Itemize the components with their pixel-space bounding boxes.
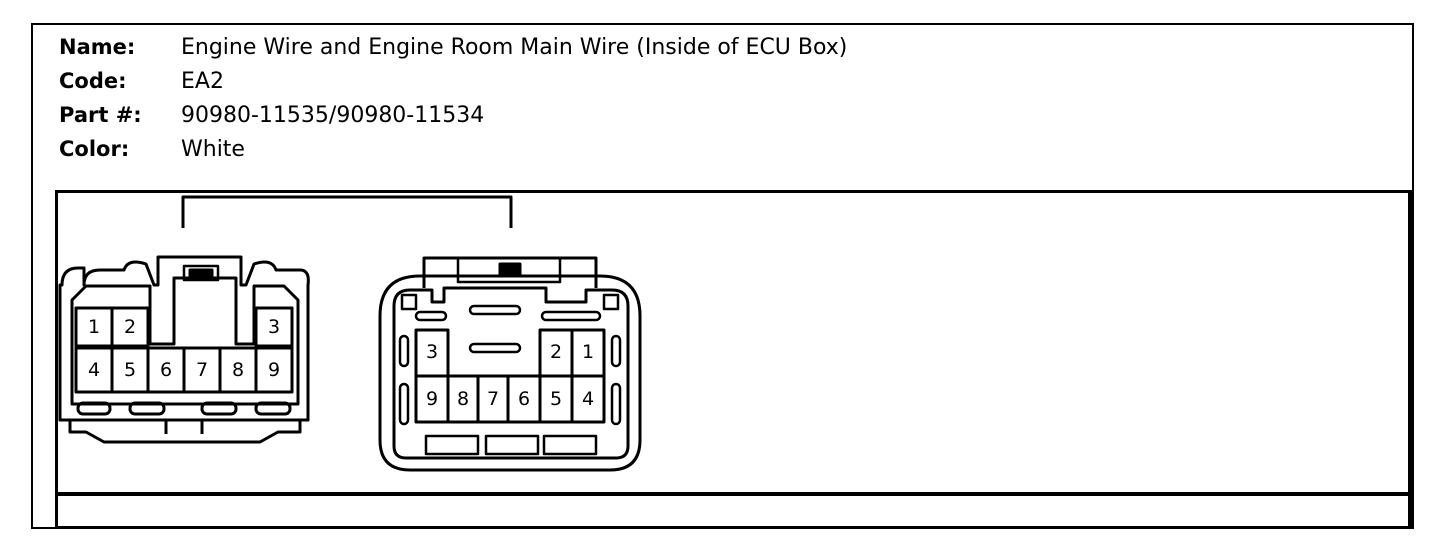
diagram-bottom-bar bbox=[55, 492, 1412, 496]
right-side-rib bbox=[610, 334, 622, 368]
right-latch-inner bbox=[456, 258, 562, 284]
pin-label: 3 bbox=[268, 316, 280, 338]
connector-right: 3 2 1 9 8 7 6 5 4 bbox=[378, 256, 642, 472]
connector-info: Name: Engine Wire and Engine Room Main W… bbox=[59, 30, 847, 166]
part-row: Part #: 90980-11535/90980-11534 bbox=[59, 98, 847, 132]
right-bottom-slot bbox=[484, 434, 540, 456]
left-pin-cell-3 bbox=[254, 306, 294, 348]
pin-label: 6 bbox=[518, 388, 530, 410]
left-pin-cell-9 bbox=[254, 346, 294, 394]
pin-label: 7 bbox=[487, 388, 499, 410]
part-value: 90980-11535/90980-11534 bbox=[181, 102, 485, 128]
name-row: Name: Engine Wire and Engine Room Main W… bbox=[59, 30, 847, 64]
right-rib bbox=[468, 304, 522, 316]
right-side-rib bbox=[610, 382, 622, 426]
pin-label: 1 bbox=[582, 341, 594, 363]
code-label: Code: bbox=[59, 69, 127, 93]
right-rib bbox=[414, 310, 448, 322]
pin-label: 2 bbox=[124, 316, 136, 338]
pin-label: 6 bbox=[160, 359, 172, 381]
left-latch bbox=[182, 264, 220, 282]
right-bottom-slot bbox=[542, 434, 598, 456]
right-side-rib bbox=[398, 334, 410, 368]
left-housing-foot bbox=[68, 420, 302, 444]
pin-label: 8 bbox=[457, 388, 469, 410]
color-row: Color: White bbox=[59, 132, 847, 166]
connector-left: 1 2 3 4 5 6 7 8 9 bbox=[58, 255, 310, 444]
pin-label: 7 bbox=[196, 359, 208, 381]
right-housing-inner bbox=[392, 286, 630, 460]
name-value: Engine Wire and Engine Room Main Wire (I… bbox=[181, 34, 848, 60]
left-bottom-slot bbox=[76, 401, 112, 416]
left-bottom-slot bbox=[200, 401, 238, 416]
pin-label: 9 bbox=[426, 388, 438, 410]
pin-label: 2 bbox=[550, 341, 562, 363]
left-bottom-slot bbox=[128, 401, 166, 416]
left-bottom-slot bbox=[254, 401, 292, 416]
right-rib bbox=[540, 310, 602, 322]
right-side-rib bbox=[398, 382, 410, 426]
left-pin-cell-2 bbox=[110, 306, 150, 348]
code-value: EA2 bbox=[181, 68, 224, 94]
color-value: White bbox=[181, 136, 245, 162]
right-latch-tab bbox=[498, 262, 522, 276]
pin-label: 4 bbox=[582, 388, 594, 410]
pin-label: 8 bbox=[232, 359, 244, 381]
right-pin-cell-4 bbox=[570, 374, 606, 424]
part-label: Part #: bbox=[59, 103, 142, 127]
right-latch-housing bbox=[422, 256, 598, 288]
color-label: Color: bbox=[59, 137, 130, 161]
right-corner-mark bbox=[400, 293, 418, 311]
left-housing-inner bbox=[70, 276, 300, 406]
pin-label: 1 bbox=[88, 316, 100, 338]
pin-label: 9 bbox=[268, 359, 280, 381]
right-bottom-slot bbox=[424, 434, 480, 456]
code-row: Code: EA2 bbox=[59, 64, 847, 98]
diagram-frame bbox=[55, 190, 1412, 529]
pairing-bracket bbox=[181, 195, 513, 228]
left-latch-tab bbox=[188, 268, 214, 280]
pin-label: 4 bbox=[88, 359, 100, 381]
pin-label: 5 bbox=[124, 359, 136, 381]
name-label: Name: bbox=[59, 35, 136, 59]
pin-label: 5 bbox=[550, 388, 562, 410]
left-housing-outline bbox=[58, 255, 310, 422]
right-corner-mark bbox=[602, 293, 620, 311]
right-rib bbox=[468, 342, 522, 354]
right-housing-outline bbox=[378, 274, 642, 472]
pin-label: 3 bbox=[426, 341, 438, 363]
